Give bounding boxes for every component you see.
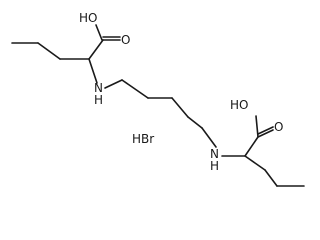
upper-propyl-chain bbox=[11, 42, 90, 60]
upper-carboxyl-group bbox=[88, 24, 121, 60]
lower-propyl-chain bbox=[244, 155, 305, 187]
upper-alpha-to-nitrogen-bond bbox=[88, 58, 98, 84]
structure-diagram: HO O N H HO O N H HBr bbox=[11, 11, 305, 187]
lower-alpha-carbon-bonds bbox=[221, 136, 259, 157]
lower-carboxyl-group bbox=[255, 115, 274, 138]
label-hydrobromide-salt: HBr bbox=[132, 132, 154, 146]
label-hydroxyl-lower: HO bbox=[230, 98, 248, 112]
label-carbonyl-oxygen-lower: O bbox=[274, 120, 283, 134]
label-carbonyl-oxygen-upper: O bbox=[121, 33, 130, 47]
label-amine-hydrogen-left: H bbox=[94, 93, 103, 107]
pentamethylene-linker bbox=[104, 79, 217, 148]
label-amine-nitrogen-right: N bbox=[210, 147, 219, 161]
molecule-drawing: HO O N H HO O N H HBr bbox=[11, 11, 305, 187]
label-amine-hydrogen-right: H bbox=[210, 159, 219, 173]
label-amine-nitrogen-left: N bbox=[94, 81, 103, 95]
label-hydroxyl-upper: HO bbox=[79, 11, 97, 25]
